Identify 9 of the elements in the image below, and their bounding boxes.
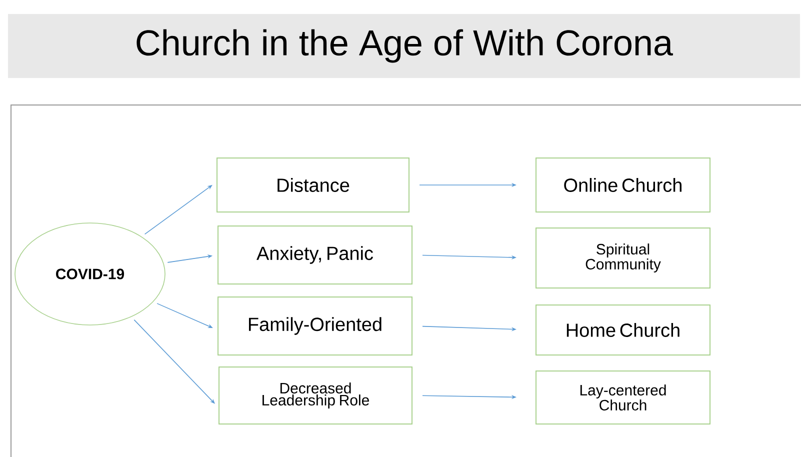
title-banner: Church in the Age of With Corona <box>8 14 800 78</box>
process-box: Home Church <box>536 304 710 356</box>
process-box: Family-Oriented <box>218 296 412 356</box>
process-box: Distance <box>216 158 410 212</box>
process-box: Anxiety, Panic <box>218 225 412 284</box>
process-box: Spiritual Community <box>536 228 710 288</box>
process-box: Online Church <box>536 158 710 212</box>
process-box: Decreased Leadership Role <box>218 366 412 424</box>
process-box: Lay-centered Church <box>536 370 710 424</box>
